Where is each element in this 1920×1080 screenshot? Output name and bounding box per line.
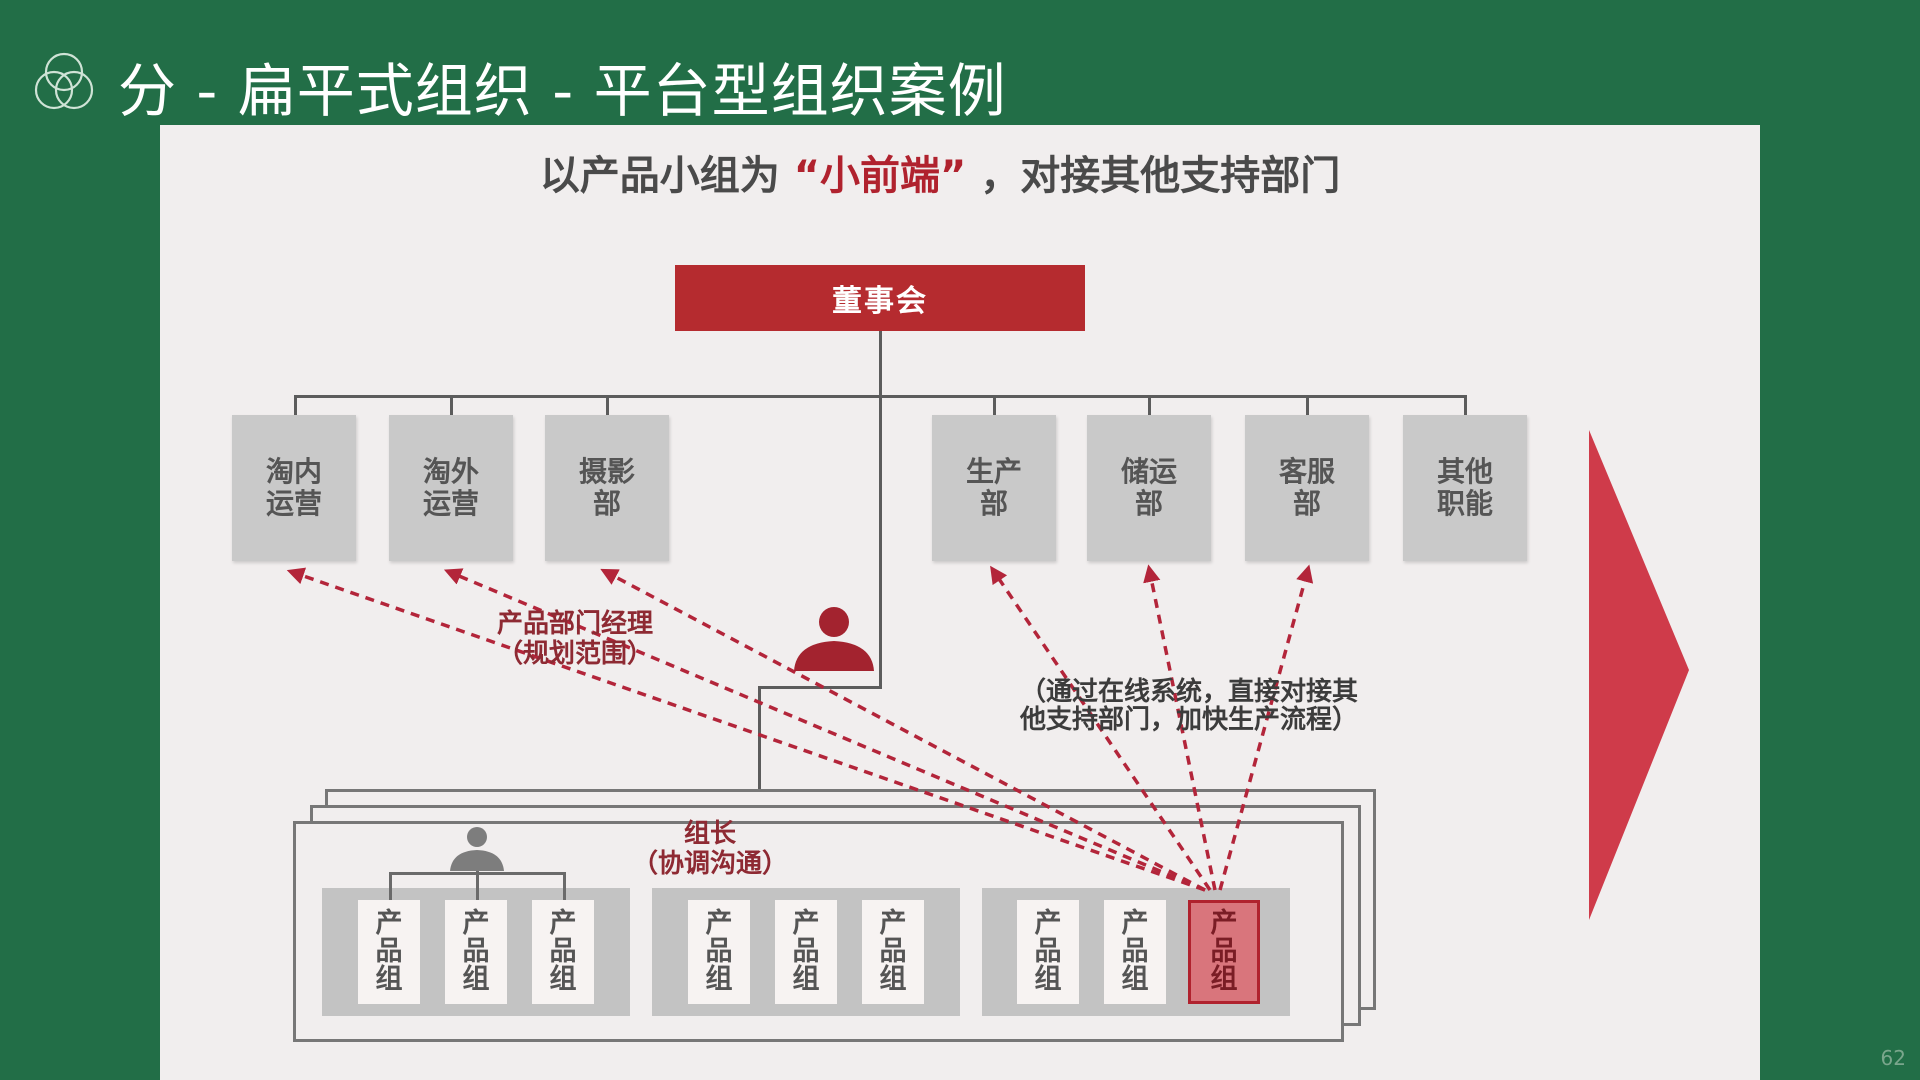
manager-note: （规划范围） bbox=[496, 639, 653, 669]
dept-label-line1: 淘外 bbox=[422, 455, 479, 488]
drop-line bbox=[1306, 395, 1309, 415]
product-group-node: 产品组 bbox=[358, 900, 420, 1004]
panel-title: 以产品小组为 “小前端” ，对接其他支持部门 bbox=[160, 143, 1720, 201]
right-note-line1: （通过在线系统，直接对接其 bbox=[1020, 677, 1359, 707]
dept-label-line2: 运营 bbox=[265, 487, 322, 520]
big-right-arrow-icon bbox=[1589, 430, 1689, 920]
drop-line bbox=[606, 395, 609, 415]
leader-label: 组长 bbox=[683, 819, 736, 849]
board-stem-line bbox=[879, 331, 882, 689]
panel-title-highlight: “小前端” bbox=[793, 153, 967, 199]
arrow-to-dept bbox=[1218, 564, 1314, 891]
leader-person-icon bbox=[450, 827, 504, 871]
diagram-panel: 以产品小组为 “小前端” ，对接其他支持部门 董事会 淘内运营 淘外运营 摄影部… bbox=[160, 125, 1760, 1080]
product-group-label: 产品组 bbox=[1210, 908, 1238, 995]
panel-title-before: 以产品小组为 bbox=[539, 153, 780, 199]
arrow-to-dept bbox=[443, 568, 1206, 892]
dept-label-line2: 职能 bbox=[1436, 487, 1493, 520]
product-group-node: 产品组 bbox=[862, 900, 924, 1004]
dept-label-line2: 部 bbox=[979, 487, 1008, 520]
leader-note: （协调沟通） bbox=[631, 849, 788, 879]
dept-label-line1: 淘内 bbox=[265, 455, 322, 488]
leader-annotation: 组长 （协调沟通） bbox=[590, 819, 830, 879]
dept-node: 摄影部 bbox=[545, 415, 669, 561]
dept-label-line1: 客服 bbox=[1278, 455, 1335, 488]
drop-line bbox=[1148, 395, 1151, 415]
product-group-label: 产品组 bbox=[462, 908, 490, 995]
slide-title: 分 - 扁平式组织 - 平台型组织案例 bbox=[118, 57, 1007, 125]
dept-label-line1: 摄影 bbox=[578, 455, 635, 488]
arrow-to-dept bbox=[600, 568, 1206, 892]
product-group-node: 产品组 bbox=[775, 900, 837, 1004]
dept-label-line1: 生产 bbox=[965, 455, 1022, 488]
product-group-label: 产品组 bbox=[375, 908, 403, 995]
drop-line bbox=[993, 395, 996, 415]
highlighted-product-group-node: 产品组 bbox=[1188, 900, 1260, 1004]
page-number: 62 bbox=[1880, 1046, 1906, 1070]
leader-bracket-line bbox=[389, 872, 392, 902]
product-group-label: 产品组 bbox=[1121, 908, 1149, 995]
dept-node: 其他职能 bbox=[1403, 415, 1527, 561]
venn-logo-icon bbox=[34, 52, 94, 110]
panel-title-after: ，对接其他支持部门 bbox=[980, 153, 1341, 199]
leader-bracket-line bbox=[563, 872, 566, 902]
drop-line bbox=[294, 395, 297, 415]
product-group-label: 产品组 bbox=[1034, 908, 1062, 995]
product-group-label: 产品组 bbox=[705, 908, 733, 995]
dept-node: 淘内运营 bbox=[232, 415, 356, 561]
dept-node: 生产部 bbox=[932, 415, 1056, 561]
product-group-node: 产品组 bbox=[445, 900, 507, 1004]
arrow-to-dept bbox=[1143, 564, 1217, 891]
dept-label-line2: 部 bbox=[592, 487, 621, 520]
product-group-node: 产品组 bbox=[532, 900, 594, 1004]
dept-label-line2: 运营 bbox=[422, 487, 479, 520]
product-group-node: 产品组 bbox=[1104, 900, 1166, 1004]
product-group-label: 产品组 bbox=[549, 908, 577, 995]
dept-label-line2: 部 bbox=[1292, 487, 1321, 520]
dashed-arrows-overlay bbox=[286, 564, 1314, 892]
product-group-node: 产品组 bbox=[688, 900, 750, 1004]
product-group-label: 产品组 bbox=[792, 908, 820, 995]
arrow-to-dept bbox=[286, 567, 1206, 892]
right-note-line2: 他支持部门，加快生产流程） bbox=[1020, 705, 1359, 735]
board-of-directors-node: 董事会 bbox=[675, 265, 1085, 331]
dept-node: 储运部 bbox=[1087, 415, 1211, 561]
right-annotation: （通过在线系统，直接对接其 他支持部门，加快生产流程） bbox=[1020, 678, 1358, 734]
dept-label-line1: 其他 bbox=[1436, 455, 1493, 488]
dept-label-line1: 储运 bbox=[1120, 455, 1177, 488]
dept-node: 客服部 bbox=[1245, 415, 1369, 561]
drop-line bbox=[450, 395, 453, 415]
dept-label-line2: 部 bbox=[1134, 487, 1163, 520]
dept-node: 淘外运营 bbox=[389, 415, 513, 561]
drop-line bbox=[1464, 395, 1467, 415]
dept-bus-line bbox=[294, 395, 1467, 398]
manager-label: 产品部门经理 bbox=[496, 609, 653, 639]
manager-person-icon bbox=[794, 607, 874, 671]
product-group-node: 产品组 bbox=[1017, 900, 1079, 1004]
manager-annotation: 产品部门经理 （规划范围） bbox=[425, 609, 725, 669]
leader-bracket-line bbox=[476, 860, 479, 902]
product-group-label: 产品组 bbox=[879, 908, 907, 995]
